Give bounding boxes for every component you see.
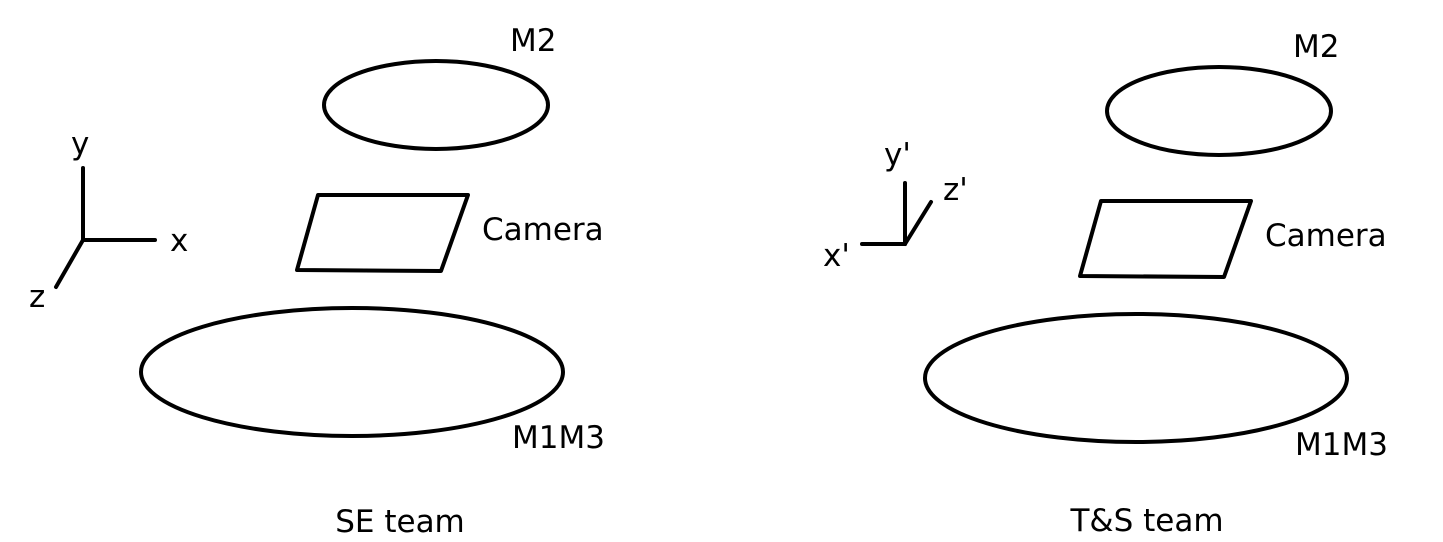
se-panel-title: SE team xyxy=(335,504,465,540)
se-z-axis-line xyxy=(54,238,85,289)
se-m2-label: M2 xyxy=(510,23,556,59)
ts-m2-mirror xyxy=(1105,65,1333,157)
ts-axes: y' x' z' xyxy=(823,137,968,274)
ts-m2-label: M2 xyxy=(1293,29,1339,65)
ts-m1m3-label: M1M3 xyxy=(1295,427,1388,463)
ts-panel-title: T&S team xyxy=(1069,503,1223,539)
se-camera-label: Camera xyxy=(482,212,604,248)
se-y-axis-label: y xyxy=(71,126,89,162)
panel-ts-team: y' x' z' M2 Camera M1M3 T&S team xyxy=(823,29,1388,539)
se-m1m3-label: M1M3 xyxy=(512,420,605,456)
ts-z-axis-label: z' xyxy=(943,172,968,208)
ts-camera-label: Camera xyxy=(1265,218,1387,254)
se-z-axis-label: z xyxy=(29,279,45,315)
ts-m1m3-mirror xyxy=(923,312,1349,444)
se-m1m3-mirror xyxy=(139,306,565,438)
ts-z-axis-line xyxy=(903,200,933,246)
se-m2-mirror xyxy=(322,59,550,151)
ts-y-axis-label: y' xyxy=(884,137,911,173)
ts-x-axis-label: x' xyxy=(823,238,850,274)
ts-camera xyxy=(1078,199,1253,279)
panel-se-team: y x z M2 Camera M1M3 SE team xyxy=(29,23,605,540)
se-x-axis-label: x xyxy=(170,223,188,259)
se-axes: y x z xyxy=(29,126,188,315)
se-camera xyxy=(295,193,470,273)
